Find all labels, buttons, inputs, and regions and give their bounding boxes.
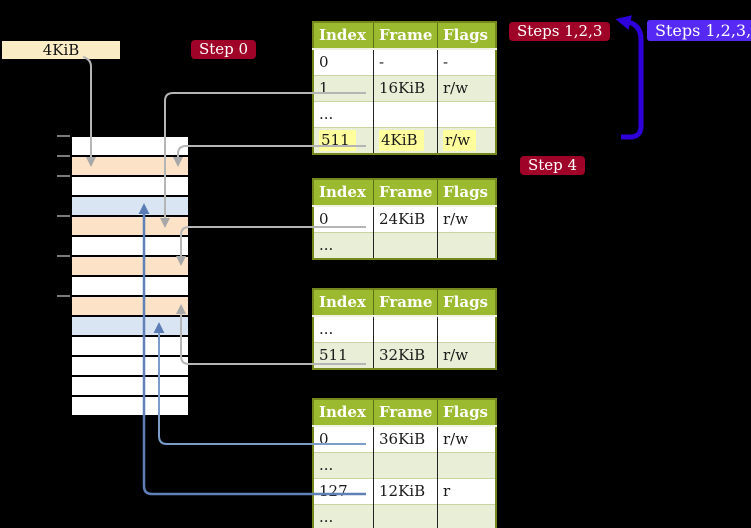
table-cell xyxy=(373,452,438,479)
table-row: ... xyxy=(313,316,496,343)
table-cell: 511 xyxy=(313,127,374,154)
table-cell: ... xyxy=(313,232,374,259)
table-row: ... xyxy=(313,232,496,259)
memory-row-white xyxy=(72,335,188,355)
table-cell xyxy=(437,232,496,259)
table-cell: 16KiB xyxy=(373,75,438,102)
column-header-index: Index xyxy=(313,399,374,426)
step-4-badge: Step 4 xyxy=(520,156,586,175)
table-cell: ... xyxy=(313,504,374,528)
table-row: ... xyxy=(313,504,496,528)
table-cell: ... xyxy=(313,101,374,128)
table-cell: 24KiB xyxy=(373,206,438,233)
table-cell: 0 xyxy=(313,49,374,76)
memory-row-blue xyxy=(72,315,188,335)
table-cell: 0 xyxy=(313,206,374,233)
table-cell: 12KiB xyxy=(373,478,438,505)
steps-123-badge: Steps 1,2,3 xyxy=(509,22,611,41)
memory-row-white xyxy=(72,375,188,395)
table-cell xyxy=(373,504,438,528)
column-header-frame: Frame xyxy=(373,179,438,206)
table-cell xyxy=(438,102,497,128)
table-cell: 1 xyxy=(313,75,374,102)
table-row: 0-- xyxy=(313,49,496,76)
memory-address-ticks xyxy=(57,135,70,297)
table-cell: ... xyxy=(313,316,374,343)
table-row: 511 4KiB r/w xyxy=(313,127,496,154)
memory-row-white xyxy=(72,355,188,375)
memory-row-blue xyxy=(72,195,188,215)
table-cell: r xyxy=(443,482,451,500)
table-cell: 36KiB xyxy=(373,426,438,453)
memory-row-orange xyxy=(72,295,188,315)
table-cell: r/w xyxy=(437,342,496,369)
column-header-flags: Flags xyxy=(437,22,496,49)
steps-1234-badge: Steps 1,2,3,4 xyxy=(647,20,751,41)
table-cell xyxy=(373,101,438,128)
column-header-flags: Flags xyxy=(437,179,496,206)
table-cell: ... xyxy=(313,452,374,479)
highlighted-value: r/w xyxy=(443,130,477,151)
table-cell: r/w xyxy=(443,210,469,228)
table-cell xyxy=(438,316,497,343)
memory-row-white xyxy=(72,175,188,195)
table-cell xyxy=(437,504,496,528)
column-header-index: Index xyxy=(313,289,374,316)
column-header-index: Index xyxy=(313,22,374,49)
table-cell xyxy=(373,232,438,259)
column-header-flags: Flags xyxy=(437,399,496,426)
table-cell: 127 xyxy=(313,478,374,505)
table-cell: r/w xyxy=(443,430,469,448)
column-header-frame: Frame xyxy=(373,289,438,316)
table-cell: 32KiB xyxy=(373,342,438,369)
highlighted-value: 511 xyxy=(319,130,356,151)
table-cell xyxy=(373,316,438,343)
table-cell: 0 xyxy=(313,426,374,453)
table-cell: - xyxy=(443,53,449,71)
table-cell: r/w xyxy=(437,127,496,154)
table-cell xyxy=(437,452,496,479)
highlighted-value: 4KiB xyxy=(379,130,424,151)
column-header-frame: Frame xyxy=(373,399,438,426)
table-cell: r/w xyxy=(437,75,496,102)
memory-row-orange xyxy=(72,255,188,275)
memory-row-white xyxy=(72,275,188,295)
column-header-flags: Flags xyxy=(437,289,496,316)
page-size-label: 4KiB xyxy=(2,41,120,59)
table-cell: - xyxy=(373,49,438,76)
table-row: ... xyxy=(313,101,497,128)
memory-row-orange xyxy=(72,215,188,235)
memory-row-white xyxy=(72,395,188,415)
step-0-badge: Step 0 xyxy=(191,40,257,59)
column-header-index: Index xyxy=(313,179,374,206)
table-row: ... xyxy=(313,452,496,479)
memory-row-white xyxy=(72,235,188,255)
memory-row-white xyxy=(72,137,188,155)
loop-back-arrow xyxy=(615,15,644,140)
column-header-frame: Frame xyxy=(373,22,438,49)
table-cell: 511 xyxy=(313,342,374,369)
memory-column xyxy=(70,135,190,417)
table-cell: 4KiB xyxy=(373,127,438,154)
memory-row-orange xyxy=(72,155,188,175)
